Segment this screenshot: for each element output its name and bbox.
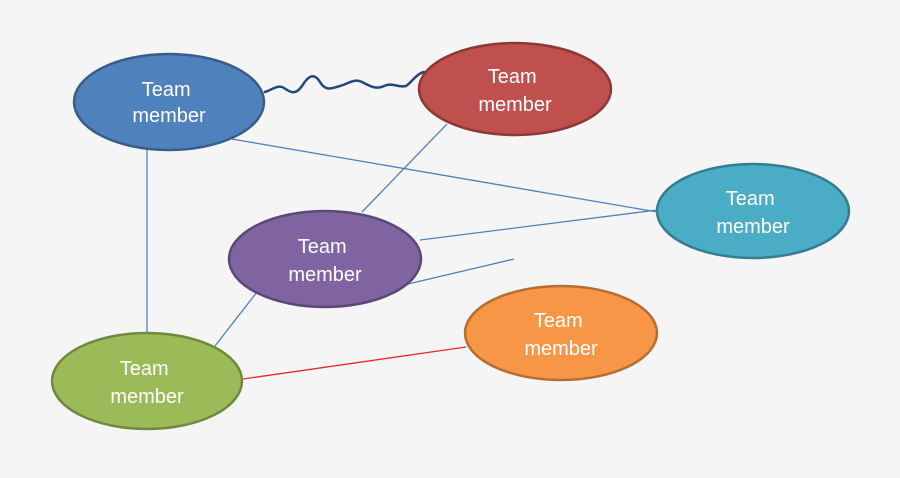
node-blue[interactable]: Team member <box>72 52 266 152</box>
edge-purple-teal <box>419 209 658 241</box>
node-green-label: Team member <box>110 358 184 408</box>
node-orange-label: Team member <box>524 310 598 360</box>
node-green[interactable]: Team member <box>50 331 244 431</box>
node-blue-ellipse <box>72 52 266 152</box>
edge-red-purple <box>361 123 448 213</box>
node-purple-ellipse <box>227 209 423 309</box>
node-purple[interactable]: Team member <box>227 209 423 309</box>
node-blue-label: Team member <box>132 79 206 127</box>
node-teal-label: Team member <box>716 188 790 238</box>
node-teal-ellipse <box>655 162 851 260</box>
node-orange-ellipse <box>463 284 659 382</box>
edges-layer <box>146 70 658 380</box>
node-green-ellipse <box>50 331 244 431</box>
edge-purple-green <box>214 291 258 347</box>
node-red[interactable]: Team member <box>417 41 613 137</box>
edge-purple-dangling <box>407 258 515 285</box>
edge-green-orange <box>242 346 467 380</box>
node-red-label: Team member <box>478 66 552 116</box>
node-teal[interactable]: Team member <box>655 162 851 260</box>
node-orange[interactable]: Team member <box>463 284 659 382</box>
node-red-ellipse <box>417 41 613 137</box>
edge-blue-teal <box>231 138 658 213</box>
node-purple-label: Team member <box>288 236 362 286</box>
edge-blue-red <box>263 70 426 94</box>
nodes-layer: Team member Team member Team member <box>50 41 851 431</box>
